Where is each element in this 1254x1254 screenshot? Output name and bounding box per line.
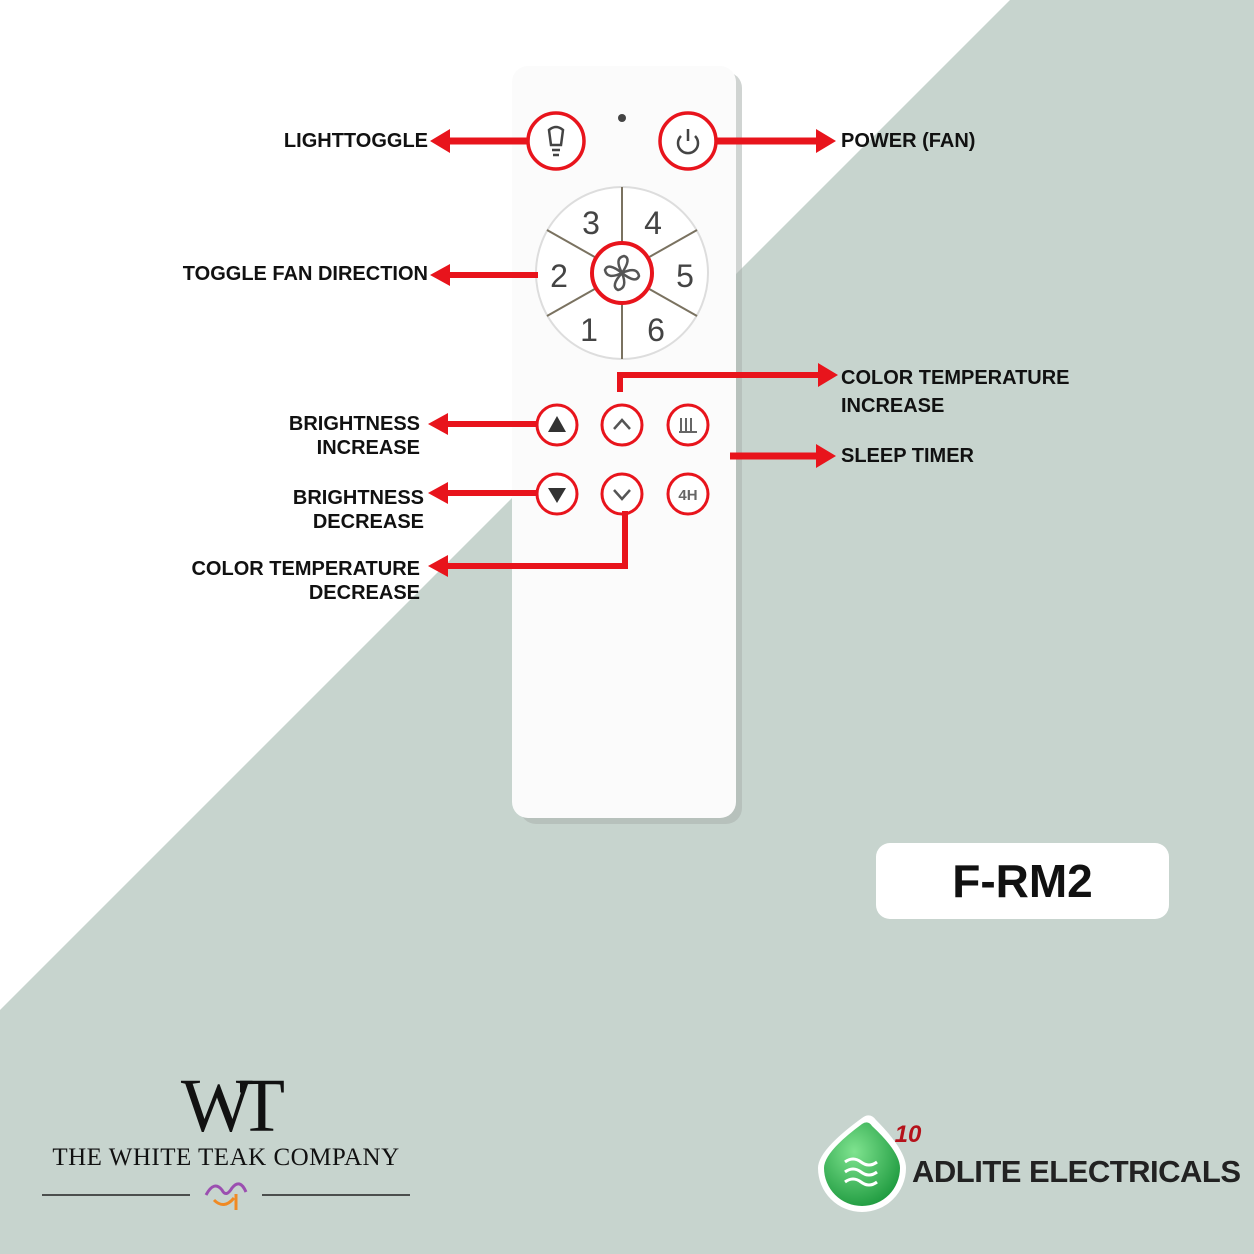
- speed-1-button[interactable]: 1: [580, 312, 598, 348]
- chevron-down-icon: [613, 489, 631, 501]
- chevron-up-icon: [613, 418, 631, 430]
- arrow-brightness-decrease: [428, 482, 537, 504]
- speed-3-button[interactable]: 3: [582, 205, 600, 241]
- white-teak-divider: [42, 1182, 410, 1210]
- label-light-toggle: LIGHTTOGGLE: [283, 130, 428, 152]
- moon-timer-icon: [679, 418, 697, 433]
- speed-4-button[interactable]: 4: [644, 205, 662, 241]
- label-color-temp-decrease-line1: COLOR TEMPERATURE: [191, 558, 420, 580]
- speed-4-label: 4: [644, 205, 662, 241]
- fan-direction-button[interactable]: [590, 241, 654, 305]
- arrow-fan-direction: [430, 264, 538, 286]
- label-color-temp-increase: COLOR TEMPERATURE INCREASE: [841, 364, 1070, 420]
- arrow-color-temp-decrease: [428, 511, 628, 577]
- color-temp-up-button[interactable]: [600, 403, 644, 447]
- timer-4h-button[interactable]: 4H: [666, 472, 710, 516]
- adlite-logo: 10: [818, 1115, 922, 1212]
- arrow-light-toggle: [430, 129, 528, 153]
- arrow-brightness-increase: [428, 413, 537, 435]
- speed-2-button[interactable]: 2: [550, 258, 568, 294]
- speed-1-label: 1: [580, 312, 598, 348]
- white-teak-monogram: WT: [180, 1064, 285, 1148]
- waves-icon: [844, 1157, 878, 1187]
- label-brightness-decrease: BRIGHTNESS DECREASE: [244, 486, 424, 534]
- white-teak-logo: WT THE WHITE TEAK COMPANY: [40, 1068, 412, 1218]
- led-indicator: [618, 114, 626, 122]
- label-brightness-increase-line2: INCREASE: [316, 437, 420, 459]
- bulb-icon: [547, 125, 565, 157]
- speed-5-button[interactable]: 5: [676, 258, 694, 294]
- label-toggle-fan-direction: TOGGLE FAN DIRECTION: [182, 263, 428, 285]
- triangle-up-icon: [548, 416, 566, 432]
- power-fan-button[interactable]: [658, 111, 718, 171]
- label-sleep-timer: SLEEP TIMER: [841, 445, 974, 467]
- adlite-badge: 10: [895, 1121, 922, 1148]
- triangle-down-icon: [548, 488, 566, 503]
- light-toggle-button[interactable]: [526, 111, 586, 171]
- arrow-sleep-timer: [730, 444, 836, 468]
- speed-2-label: 2: [550, 258, 568, 294]
- label-brightness-increase: BRIGHTNESS INCREASE: [240, 412, 420, 460]
- arrow-color-temp-increase: [617, 363, 838, 392]
- ornament-icon: [204, 1182, 248, 1210]
- label-color-temp-increase-line1: COLOR TEMPERATURE: [841, 367, 1070, 389]
- label-power-fan: POWER (FAN): [841, 130, 976, 152]
- label-color-temp-increase-line2: INCREASE: [841, 395, 945, 417]
- model-name: F-RM2: [952, 855, 1093, 907]
- callout-arrows: [428, 129, 838, 577]
- power-icon: [676, 129, 700, 155]
- adlite-name: ADLITE ELECTRICALS: [912, 1154, 1241, 1189]
- label-color-temp-decrease: COLOR TEMPERATURE DECREASE: [150, 557, 420, 605]
- label-brightness-increase-line1: BRIGHTNESS: [288, 413, 420, 435]
- speed-6-label: 6: [647, 312, 665, 348]
- label-color-temp-decrease-line2: DECREASE: [308, 582, 420, 604]
- white-teak-name: THE WHITE TEAK COMPANY: [52, 1144, 400, 1171]
- fan-icon: [603, 254, 641, 292]
- label-brightness-decrease-line1: BRIGHTNESS: [292, 487, 424, 509]
- speed-3-label: 3: [582, 205, 600, 241]
- speed-6-button[interactable]: 6: [647, 312, 665, 348]
- brightness-down-button[interactable]: [535, 472, 579, 516]
- sleep-timer-button[interactable]: [666, 403, 710, 447]
- label-brightness-decrease-line2: DECREASE: [312, 511, 424, 533]
- color-temp-down-button[interactable]: [600, 472, 644, 516]
- brightness-up-button[interactable]: [535, 403, 579, 447]
- speed-dial: 1 2 3 4 5 6: [535, 186, 709, 360]
- model-badge: F-RM2: [876, 843, 1169, 919]
- arrow-power: [716, 129, 836, 153]
- speed-5-label: 5: [676, 258, 694, 294]
- timer-4h-label: 4H: [678, 487, 697, 504]
